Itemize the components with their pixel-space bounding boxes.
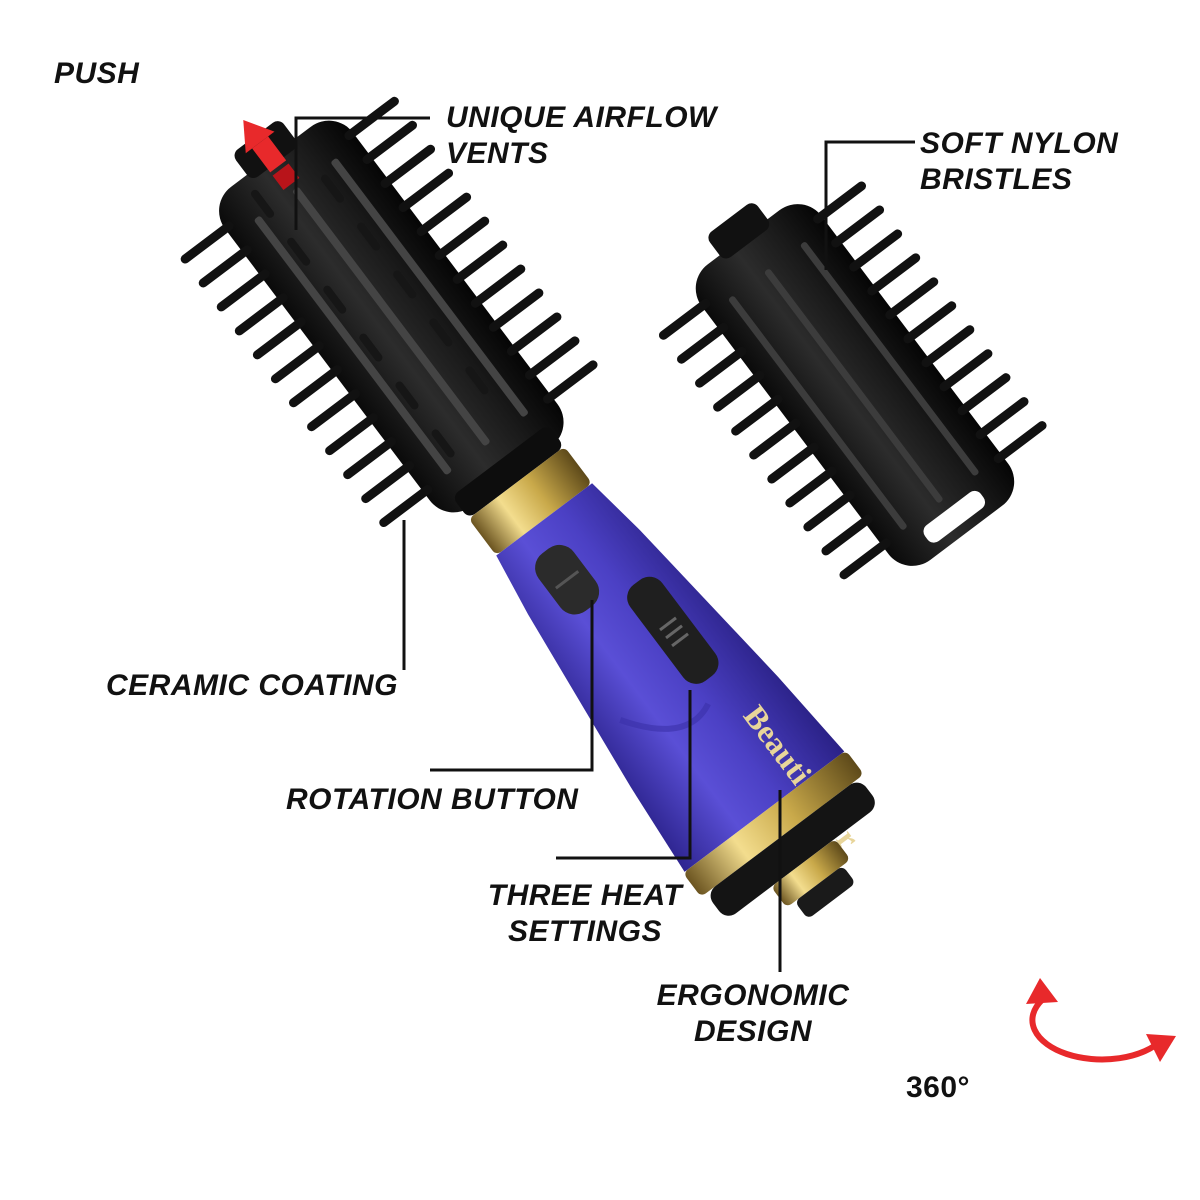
rotation-degree-label: 360°	[906, 1071, 971, 1104]
rotation-button-label: ROTATION BUTTON	[286, 783, 579, 816]
main-brush: Beautimeter	[180, 96, 875, 917]
push-label: PUSH	[54, 57, 140, 90]
airflow-vents-label: UNIQUE AIRFLOW VENTS	[446, 101, 717, 170]
rotation-arrow-icon	[1026, 978, 1176, 1063]
leader-lines	[294, 116, 915, 972]
soft-bristles-label: SOFT NYLON BRISTLES	[920, 127, 1119, 196]
ergonomic-design-label: ERGONOMIC DESIGN	[656, 979, 850, 1048]
top-collar	[470, 448, 590, 554]
detached-attachment	[658, 181, 1047, 580]
main-barrel	[180, 96, 598, 528]
bottom-collar	[685, 752, 862, 895]
ceramic-coating-label: CERAMIC COATING	[106, 669, 398, 702]
push-arrow-icon	[243, 120, 300, 190]
heat-switch	[627, 576, 719, 684]
heat-settings-label: THREE HEAT SETTINGS	[487, 879, 683, 948]
handle	[496, 483, 845, 872]
